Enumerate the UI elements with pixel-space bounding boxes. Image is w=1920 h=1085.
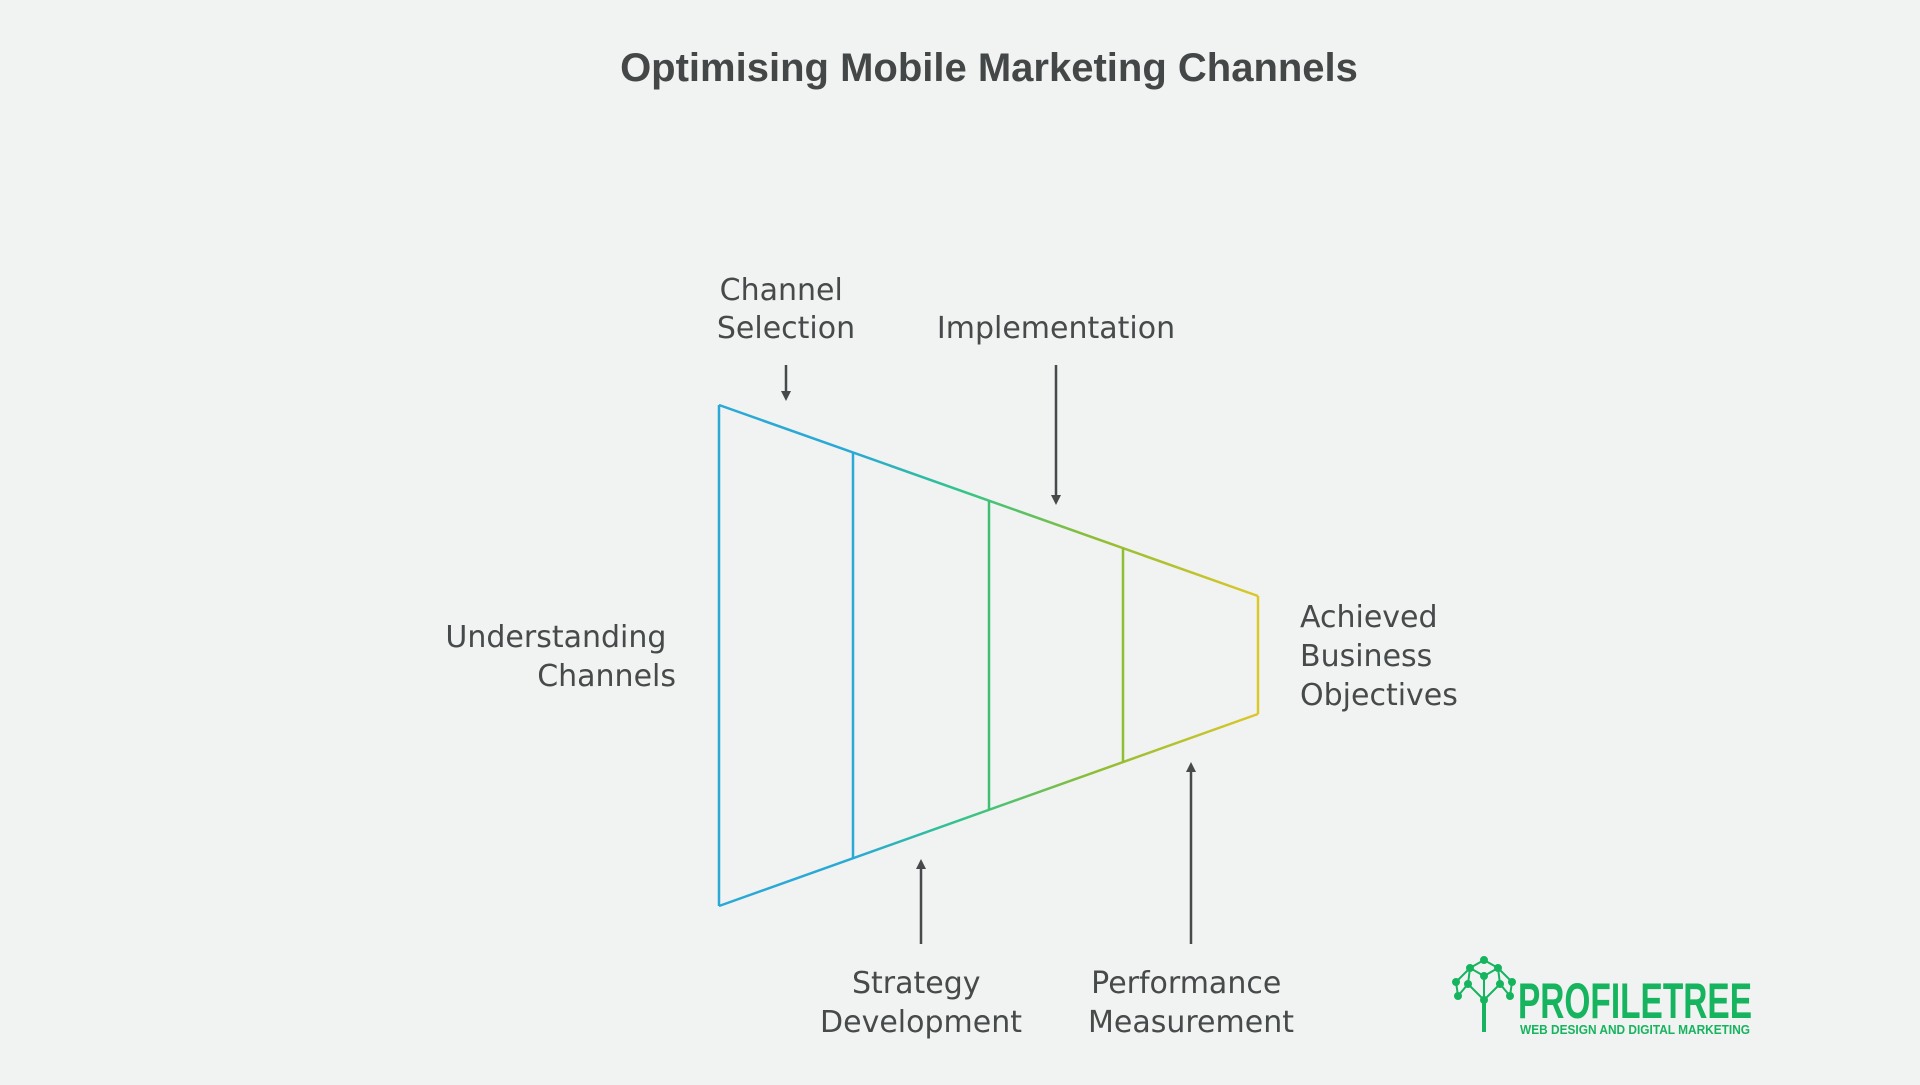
profiletree-logo: PROFILETREE WEB DESIGN AND DIGITAL MARKE… [1452,956,1752,1037]
label-performance-measurement: Performance Measurement [1088,966,1294,1040]
labels: Understanding Channels Channel Selection… [445,273,1457,1040]
funnel-top-edge [718,403,1259,598]
label-achieved-business-objectives: Achieved Business Objectives [1300,600,1458,713]
page-title: Optimising Mobile Marketing Channels [620,46,1358,90]
funnel [717,403,1260,908]
logo-tagline: WEB DESIGN AND DIGITAL MARKETING [1520,1022,1750,1037]
tree-network-icon [1452,956,1516,1032]
arrows [781,365,1196,944]
logo-wordmark: PROFILETREE [1518,973,1752,1029]
label-understanding-channels: Understanding Channels [445,620,676,694]
label-strategy-development: Strategy Development [820,966,1022,1040]
label-channel-selection: Channel Selection [717,273,855,346]
label-implementation: Implementation [937,311,1175,346]
